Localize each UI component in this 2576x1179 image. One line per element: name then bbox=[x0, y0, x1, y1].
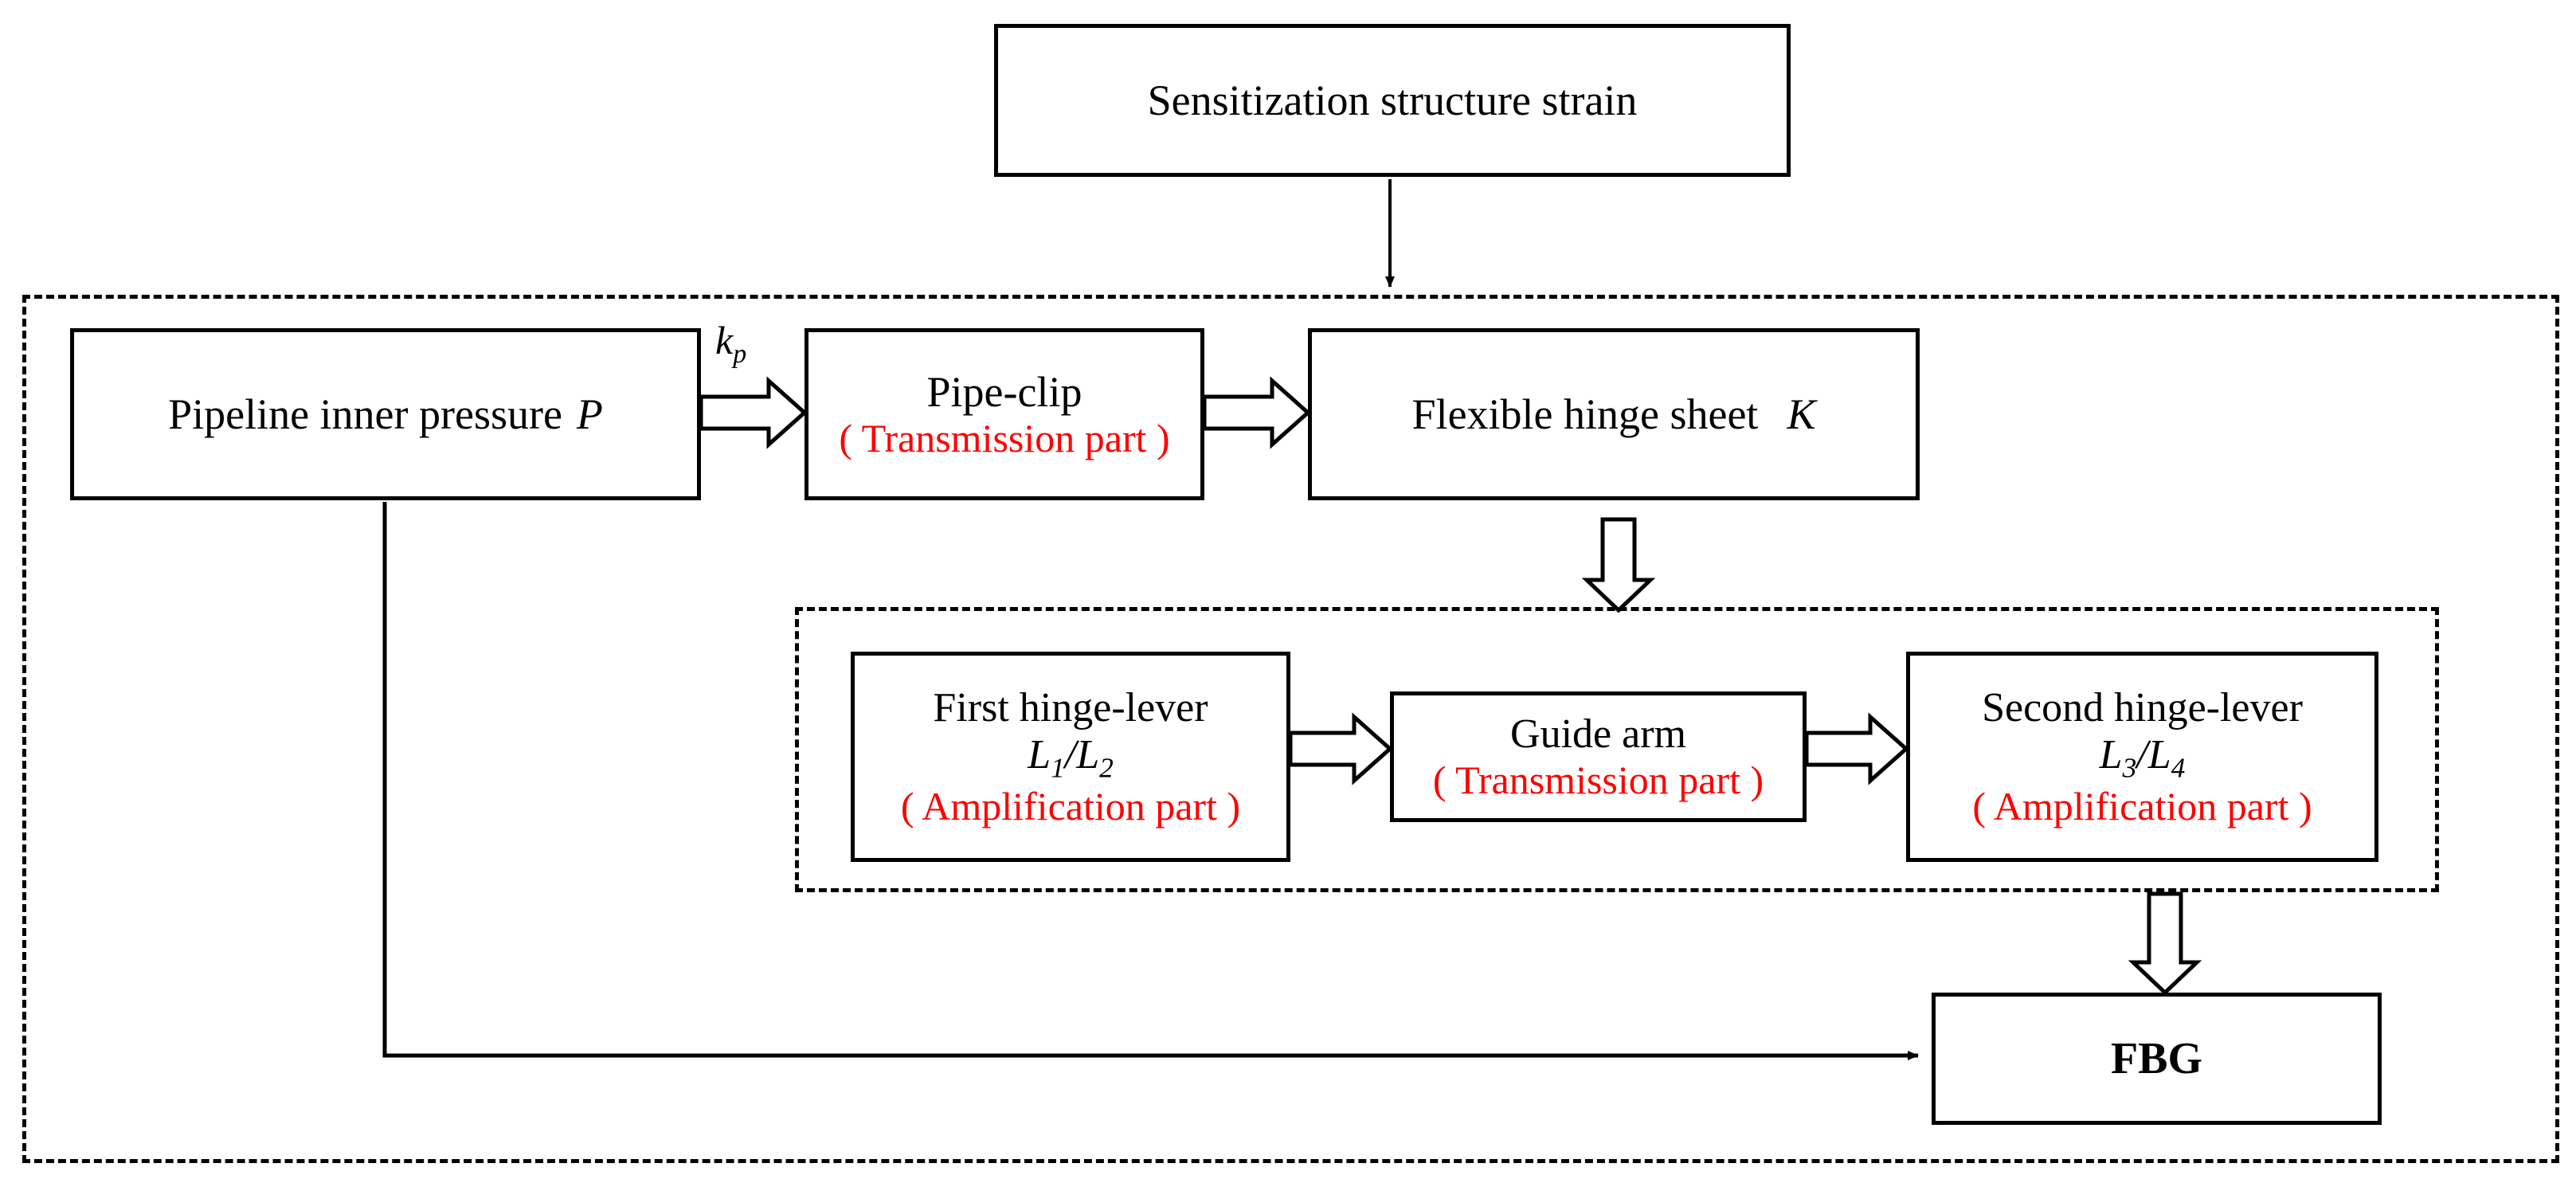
node-second-lever-ratio: L3/L4 bbox=[2099, 731, 2186, 784]
edge-label-kp: kp bbox=[715, 317, 746, 370]
node-second-lever-ratio-den-sub: 4 bbox=[2171, 751, 2186, 784]
node-first-lever-ratio-num: L bbox=[1028, 731, 1051, 778]
node-first-hinge-lever[interactable]: First hinge-lever L1/L2 ( Amplification … bbox=[851, 652, 1290, 862]
node-pipe-clip[interactable]: Pipe-clip ( Transmission part ) bbox=[805, 328, 1204, 500]
node-first-lever-sublabel: ( Amplification part ) bbox=[900, 783, 1241, 828]
node-second-hinge-lever[interactable]: Second hinge-lever L3/L4 ( Amplification… bbox=[1906, 652, 2378, 862]
node-second-lever-ratio-den: L bbox=[2147, 731, 2171, 778]
node-pipeline-label-text: Pipeline inner pressure bbox=[168, 390, 562, 438]
node-flexible-hinge-sheet[interactable]: Flexible hinge sheet K bbox=[1308, 328, 1920, 500]
node-guide-arm[interactable]: Guide arm ( Transmission part ) bbox=[1390, 691, 1807, 822]
edge-label-kp-subscript: p bbox=[733, 339, 747, 369]
edge-label-kp-base: k bbox=[715, 318, 734, 362]
node-first-lever-ratio-den-sub: 2 bbox=[1099, 751, 1114, 784]
node-guide-arm-sublabel: ( Transmission part ) bbox=[1432, 758, 1764, 803]
node-flexible-hinge-label-text: Flexible hinge sheet bbox=[1411, 390, 1759, 438]
node-fbg[interactable]: FBG bbox=[1932, 993, 2382, 1125]
node-second-lever-ratio-num-sub: 3 bbox=[2122, 751, 2137, 784]
node-pipeline-inner-pressure[interactable]: Pipeline inner pressure P bbox=[70, 328, 701, 500]
node-first-lever-ratio-den: L bbox=[1076, 731, 1100, 778]
node-first-lever-label: First hinge-lever bbox=[933, 685, 1208, 731]
node-sensitization-structure-strain[interactable]: Sensitization structure strain bbox=[994, 24, 1791, 177]
node-fbg-label: FBG bbox=[2110, 1033, 2203, 1083]
node-guide-arm-label: Guide arm bbox=[1510, 711, 1686, 757]
node-first-lever-ratio: L1/L2 bbox=[1028, 731, 1114, 784]
node-second-lever-sublabel: ( Amplification part ) bbox=[1972, 783, 2312, 828]
node-pipe-clip-sublabel: ( Transmission part ) bbox=[839, 416, 1170, 461]
outer-dashed-boundary bbox=[22, 295, 2559, 1163]
node-pipeline-label: Pipeline inner pressure P bbox=[168, 390, 603, 438]
node-pipeline-symbol: P bbox=[576, 390, 603, 438]
node-second-lever-label: Second hinge-lever bbox=[1982, 685, 2303, 731]
node-second-lever-ratio-num: L bbox=[2099, 731, 2123, 778]
node-flexible-hinge-symbol: K bbox=[1787, 390, 1816, 438]
node-sensitization-label: Sensitization structure strain bbox=[1147, 76, 1638, 124]
node-flexible-hinge-label: Flexible hinge sheet K bbox=[1412, 390, 1816, 438]
node-first-lever-ratio-num-sub: 1 bbox=[1051, 751, 1065, 784]
node-pipe-clip-label: Pipe-clip bbox=[926, 367, 1082, 416]
